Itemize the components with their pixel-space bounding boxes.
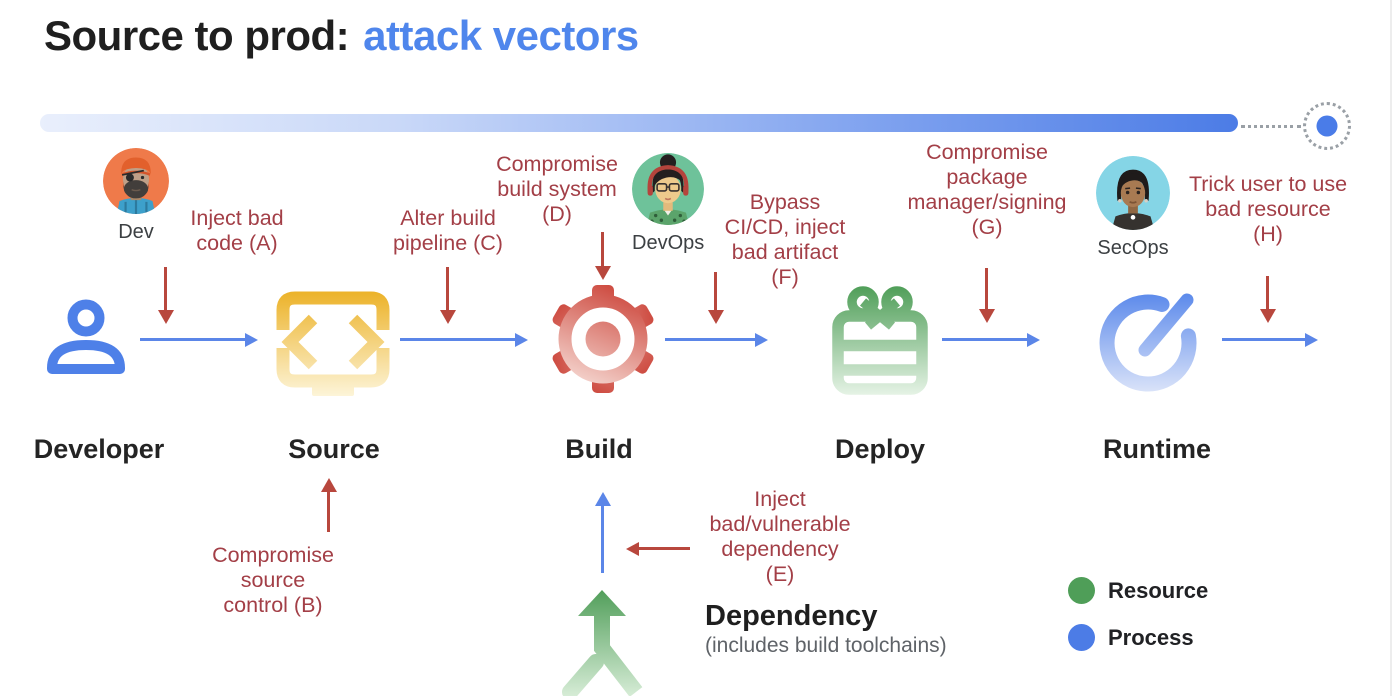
attack-arrow-f-icon bbox=[714, 272, 717, 310]
stage-label-deploy: Deploy bbox=[834, 434, 926, 464]
attack-label-d: Compromise build system (D) bbox=[496, 152, 618, 226]
attack-label-c: Alter build pipeline (C) bbox=[393, 206, 503, 255]
runtime-gauge-icon bbox=[1099, 293, 1197, 392]
developer-icon bbox=[47, 299, 125, 374]
timeline-dotted-connector bbox=[1241, 125, 1301, 128]
flow-arrow-build-deploy-icon bbox=[665, 338, 755, 341]
flow-arrow-developer-source-icon bbox=[140, 338, 245, 341]
flow-arrow-dependency-build-icon bbox=[601, 506, 604, 573]
timeline-end-dot-icon bbox=[1316, 115, 1338, 137]
attack-label-b: Compromise source control (B) bbox=[212, 543, 334, 617]
attack-arrow-e-icon bbox=[639, 547, 690, 550]
attack-label-f: Bypass CI/CD, inject bad artifact (F) bbox=[724, 190, 846, 289]
legend-process-label: Process bbox=[1108, 624, 1194, 650]
timeline-end-marker bbox=[1303, 102, 1351, 150]
attack-arrow-c-icon bbox=[446, 267, 449, 310]
attack-label-h: Trick user to use bad resource (H) bbox=[1188, 172, 1348, 246]
build-gear-icon bbox=[552, 285, 654, 393]
stage-label-runtime: Runtime bbox=[1103, 434, 1211, 464]
slide-right-edge bbox=[1390, 0, 1392, 696]
timeline-progress-bar bbox=[40, 114, 1238, 132]
resource-dot-icon bbox=[1068, 577, 1095, 604]
legend-resource: Resource bbox=[1068, 577, 1208, 604]
legend-process: Process bbox=[1068, 624, 1194, 651]
devops-avatar-label: DevOps bbox=[632, 232, 705, 254]
attack-arrow-g-icon bbox=[985, 268, 988, 309]
attack-arrow-b-icon bbox=[327, 492, 330, 532]
dependency-branch-icon bbox=[562, 590, 643, 696]
attack-arrow-h-icon bbox=[1266, 276, 1269, 309]
attack-label-g: Compromise package manager/signing (G) bbox=[907, 140, 1067, 239]
legend-resource-label: Resource bbox=[1108, 577, 1209, 603]
stage-label-source: Source bbox=[288, 434, 380, 464]
secops-avatar-label: SecOps bbox=[1097, 237, 1169, 259]
flow-arrow-deploy-runtime-icon bbox=[942, 338, 1027, 341]
secops-avatar-group: SecOps bbox=[1096, 156, 1170, 260]
attack-label-a: Inject bad code (A) bbox=[190, 206, 284, 255]
stage-label-developer: Developer bbox=[33, 434, 165, 464]
title-accent: attack vectors bbox=[363, 12, 639, 59]
dependency-title: Dependency bbox=[705, 600, 878, 632]
source-icon bbox=[276, 291, 390, 396]
flow-arrow-runtime-out-icon bbox=[1222, 338, 1305, 341]
flow-arrow-source-build-icon bbox=[400, 338, 515, 341]
devops-avatar bbox=[632, 153, 704, 225]
attack-arrow-a-icon bbox=[164, 267, 167, 310]
title-text: Source to prod: bbox=[44, 12, 350, 59]
process-dot-icon bbox=[1068, 624, 1095, 651]
page-title: Source to prod: attack vectors bbox=[44, 12, 639, 60]
devops-avatar-group: DevOps bbox=[632, 153, 704, 255]
dev-avatar-group: Dev bbox=[103, 148, 169, 244]
dev-avatar-label: Dev bbox=[118, 221, 154, 243]
stage-label-build: Build bbox=[565, 434, 633, 464]
secops-avatar bbox=[1096, 156, 1170, 230]
attack-arrow-d-icon bbox=[601, 232, 604, 266]
dev-avatar bbox=[103, 148, 169, 214]
attack-label-e: Inject bad/vulnerable dependency (E) bbox=[709, 487, 851, 586]
dependency-subtitle: (includes build toolchains) bbox=[705, 634, 947, 657]
deploy-gift-icon bbox=[832, 286, 928, 395]
